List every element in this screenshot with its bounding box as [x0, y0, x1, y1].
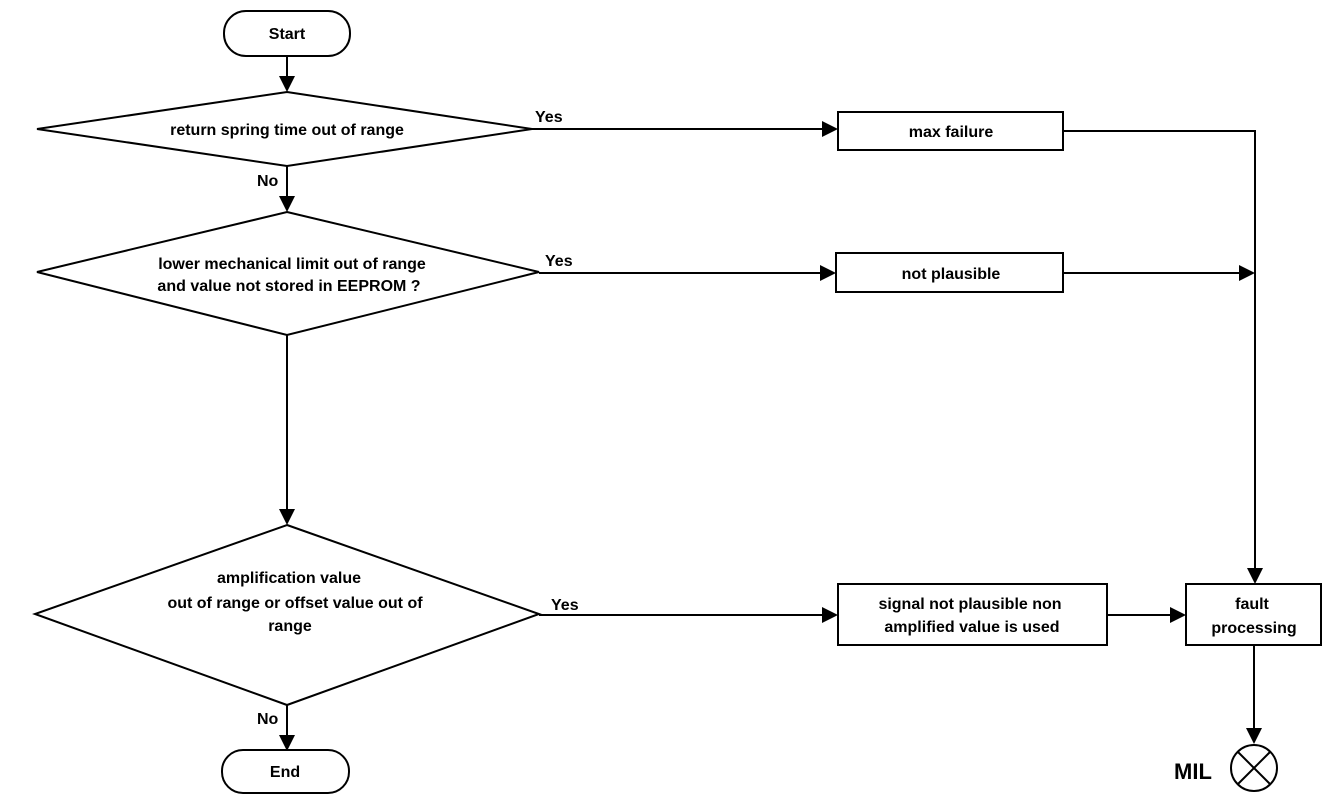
- lamp-cross-icon: [1230, 744, 1278, 792]
- decision-3-line-1: amplification value: [217, 570, 361, 587]
- edge-label-d3-no: No: [257, 711, 279, 728]
- process-signal-not-plausible: signal not plausible non amplified value…: [837, 583, 1108, 646]
- edge-label-d1-yes: Yes: [535, 109, 563, 126]
- edge-label-d1-no: No: [257, 173, 279, 190]
- decision-amplification-value: amplification value out of range or offs…: [32, 523, 542, 707]
- max-failure-label: max failure: [909, 124, 994, 141]
- decision-1-line-1: return spring time out of range: [170, 122, 404, 139]
- signal-not-plausible-line-2: amplified value is used: [884, 619, 1059, 636]
- start-terminator: Start: [223, 10, 351, 57]
- connectors: [279, 56, 1263, 751]
- decision-2-line-2: and value not stored in EEPROM ?: [157, 278, 420, 295]
- end-terminator: End: [221, 749, 350, 794]
- decision-3-line-2: out of range or offset value out of: [167, 595, 423, 612]
- mil-indicator: MIL: [1174, 744, 1278, 792]
- process-not-plausible: not plausible: [835, 252, 1064, 293]
- decision-2-line-1: lower mechanical limit out of range: [158, 256, 426, 273]
- not-plausible-label: not plausible: [902, 266, 1001, 283]
- fault-processing-line-2: processing: [1211, 620, 1296, 637]
- decision-lower-mechanical-limit: lower mechanical limit out of range and …: [36, 210, 540, 337]
- signal-not-plausible-line-1: signal not plausible non: [878, 596, 1061, 613]
- edge-label-d2-yes: Yes: [545, 253, 573, 270]
- end-label: End: [270, 764, 300, 781]
- process-fault-processing: fault processing: [1185, 583, 1322, 646]
- decision-3-line-3: range: [268, 618, 312, 635]
- start-label: Start: [269, 26, 306, 43]
- edge-label-d3-yes: Yes: [551, 597, 579, 614]
- mil-label: MIL: [1174, 759, 1212, 784]
- fault-processing-line-1: fault: [1235, 596, 1269, 613]
- decision-return-spring-time: return spring time out of range: [36, 90, 533, 168]
- process-max-failure: max failure: [837, 111, 1064, 151]
